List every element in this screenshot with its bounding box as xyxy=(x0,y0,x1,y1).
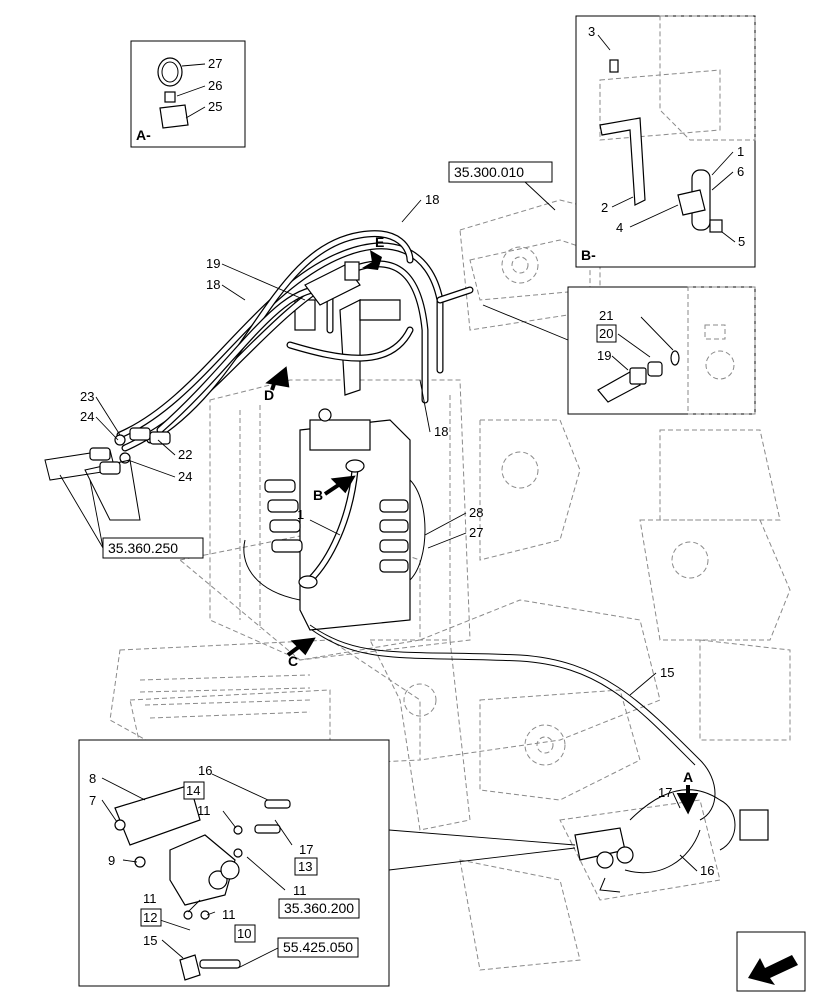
ref-35-360-200: 35.360.200 xyxy=(284,900,354,916)
callout-24-left: 24 xyxy=(80,409,94,424)
arrow-c-icon xyxy=(286,637,316,657)
callout-17-main: 17 xyxy=(658,785,672,800)
callout-18-top: 18 xyxy=(425,192,439,207)
callout-5: 5 xyxy=(738,234,745,249)
callout-2: 2 xyxy=(601,200,608,215)
ref-55-425-050: 55.425.050 xyxy=(283,939,353,955)
callout-20-boxed: 20 xyxy=(599,326,613,341)
hose-1 xyxy=(298,459,365,589)
arrow-d-label: D xyxy=(264,387,274,403)
callout-10-boxed: 10 xyxy=(237,926,251,941)
arrow-b-label: B xyxy=(313,487,323,503)
callout-12-boxed: 12 xyxy=(143,910,157,925)
callout-18-right: 18 xyxy=(434,424,448,439)
arrow-a-icon xyxy=(676,785,699,815)
callout-24-right: 24 xyxy=(178,469,192,484)
callout-16-inset: 16 xyxy=(198,763,212,778)
inset-b: 3 1 6 2 4 5 B- xyxy=(575,15,756,268)
callout-21: 21 xyxy=(599,308,613,323)
callout-26: 26 xyxy=(208,78,222,93)
arrow-c-label: C xyxy=(288,653,298,669)
next-page-nav[interactable] xyxy=(736,931,806,992)
inset-a: 27 26 25 A- xyxy=(130,40,246,148)
main-callouts: 35.300.010 35.360.250 18 19 18 18 23 24 … xyxy=(59,161,714,878)
callout-11-d: 11 xyxy=(222,907,236,922)
callout-13-boxed: 13 xyxy=(298,859,312,874)
callout-9: 9 xyxy=(108,853,115,868)
callout-4: 4 xyxy=(616,220,623,235)
callout-1-inset-b: 1 xyxy=(737,144,744,159)
callout-17-inset: 17 xyxy=(299,842,313,857)
valve-assembly-right xyxy=(574,789,769,893)
callout-16-main: 16 xyxy=(700,863,714,878)
hydraulic-hoses-18 xyxy=(116,230,474,452)
solenoid-valve-e xyxy=(304,261,361,306)
callout-15-inset: 15 xyxy=(143,933,157,948)
callout-8: 8 xyxy=(89,771,96,786)
arrow-a-label: A xyxy=(683,769,693,785)
callout-23: 23 xyxy=(80,389,94,404)
view-arrows: E D B C A xyxy=(264,234,699,815)
callout-19-main: 19 xyxy=(206,256,220,271)
arrow-e-label: E xyxy=(375,234,384,250)
callout-1-main: 1 xyxy=(297,507,304,522)
inset-valve-exploded: 8 7 9 16 14 11 17 13 11 11 11 12 10 15 3… xyxy=(78,739,576,987)
inset-fittings: 21 20 19 xyxy=(482,286,756,415)
callout-18-left: 18 xyxy=(206,277,220,292)
arrow-b-icon xyxy=(323,475,356,496)
ref-35-300-010: 35.300.010 xyxy=(454,164,524,180)
hose-fittings-left xyxy=(44,427,171,521)
arrow-d-icon xyxy=(265,366,290,391)
view-a-label: A- xyxy=(136,127,151,143)
callout-11-b: 11 xyxy=(293,883,307,898)
view-b-label: B- xyxy=(581,247,596,263)
callout-11-c: 11 xyxy=(143,891,157,906)
callout-11-a: 11 xyxy=(197,803,211,818)
callout-28: 28 xyxy=(469,505,483,520)
callout-25: 25 xyxy=(208,99,222,114)
callout-3: 3 xyxy=(588,24,595,39)
callout-15-main: 15 xyxy=(660,665,674,680)
arrow-e-icon xyxy=(362,250,382,270)
callout-27-main: 27 xyxy=(469,525,483,540)
return-arrow-icon xyxy=(748,955,798,985)
valve-block xyxy=(264,408,411,631)
callout-27: 27 xyxy=(208,56,222,71)
callout-22: 22 xyxy=(178,447,192,462)
callout-6: 6 xyxy=(737,164,744,179)
callout-14-boxed: 14 xyxy=(186,783,200,798)
frame-tubes xyxy=(294,299,401,396)
ref-35-360-250: 35.360.250 xyxy=(108,540,178,556)
pilot-line-15 xyxy=(243,479,716,821)
callout-7: 7 xyxy=(89,793,96,808)
callout-19-inset: 19 xyxy=(597,348,611,363)
